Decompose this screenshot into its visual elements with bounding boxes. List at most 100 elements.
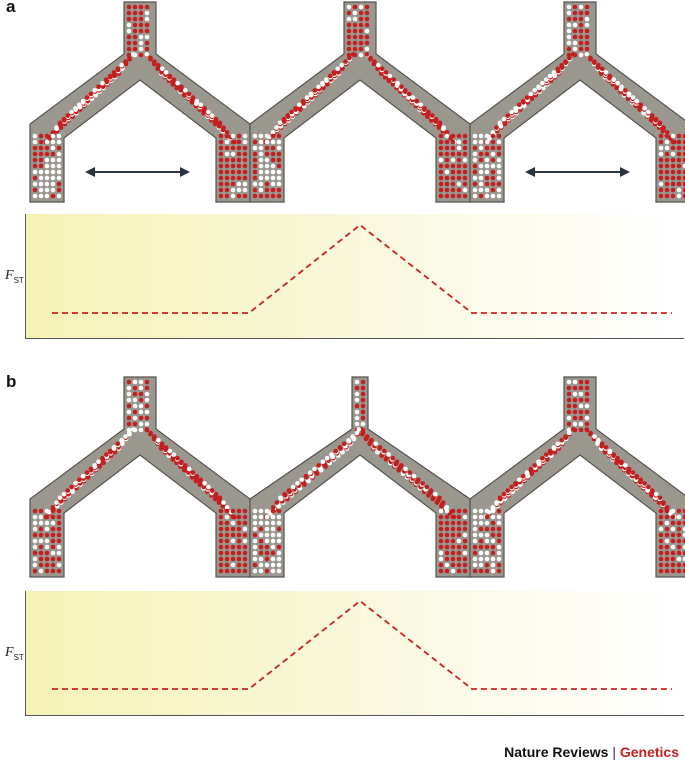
allele-dot (429, 113, 435, 118)
allele-dot (132, 34, 138, 40)
allele-dot (236, 169, 242, 175)
allele-dot (270, 544, 276, 550)
allele-dot (536, 84, 541, 90)
allele-dot (664, 133, 670, 139)
allele-dot (50, 181, 56, 187)
allele-dot (270, 556, 276, 562)
allele-dot (32, 139, 38, 145)
allele-dot (217, 495, 223, 501)
allele-dot (264, 514, 270, 520)
allele-dot (670, 520, 676, 526)
allele-dot (444, 130, 450, 135)
allele-dot (274, 125, 279, 130)
allele-dot (50, 556, 56, 562)
allele-dot (167, 73, 173, 79)
allele-dot (32, 508, 38, 514)
allele-dot (252, 550, 258, 556)
allele-dot (186, 91, 192, 97)
allele-dot (490, 556, 496, 562)
allele-dot (496, 508, 502, 514)
allele-dot (584, 4, 590, 10)
allele-dot (32, 562, 38, 568)
allele-dot (44, 145, 50, 151)
allele-dot (438, 193, 444, 199)
allele-dot (144, 22, 150, 28)
allele-dot (462, 544, 468, 550)
allele-dot (258, 568, 264, 574)
allele-dot (242, 544, 248, 550)
allele-dot (437, 120, 443, 126)
allele-dot (281, 116, 287, 122)
allele-dot (218, 556, 224, 562)
allele-dot (682, 181, 685, 187)
allele-dot (438, 169, 444, 175)
allele-dot (630, 470, 636, 475)
allele-dot (490, 568, 496, 574)
allele-dot (56, 520, 62, 526)
allele-dot (682, 532, 685, 538)
allele-dot (119, 437, 124, 443)
tree-branch-outline (469, 376, 685, 578)
allele-dot (438, 568, 444, 574)
allele-dot (194, 473, 200, 479)
allele-dot (88, 466, 94, 472)
allele-dot (441, 125, 446, 130)
allele-dot (32, 193, 38, 199)
allele-dot (264, 556, 270, 562)
allele-dot (264, 163, 270, 169)
allele-dot (44, 562, 50, 568)
allele-dot (38, 532, 44, 538)
allele-dot (354, 391, 360, 397)
allele-dot (478, 193, 484, 199)
allele-dot (65, 113, 71, 118)
allele-dot (32, 163, 38, 169)
allele-dot (373, 441, 379, 447)
allele-dot (658, 193, 664, 199)
allele-dot (462, 508, 468, 514)
allele-dot (258, 532, 264, 538)
allele-dot (395, 80, 400, 86)
allele-dot (682, 556, 685, 562)
allele-dot (38, 169, 44, 175)
allele-dot (496, 520, 502, 526)
allele-dot (496, 514, 502, 520)
allele-dot (478, 538, 484, 544)
allele-dot (358, 34, 364, 40)
allele-dot (599, 441, 605, 447)
allele-dot (428, 488, 434, 493)
allele-dot (252, 514, 258, 520)
allele-dot (236, 157, 242, 163)
allele-dot (38, 514, 44, 520)
allele-dot (242, 193, 248, 199)
allele-dot (426, 109, 431, 115)
allele-dot (578, 46, 584, 52)
allele-dot (264, 544, 270, 550)
allele-dot (32, 181, 38, 187)
panel-b-label: b (6, 372, 17, 391)
allele-dot (50, 130, 56, 135)
allele-dot (676, 193, 682, 199)
allele-dot (578, 397, 584, 403)
allele-dot (252, 562, 258, 568)
allele-dot (258, 139, 264, 145)
allele-dot (258, 133, 264, 139)
allele-dot (490, 139, 496, 145)
allele-dot (126, 415, 132, 421)
allele-dot (138, 40, 144, 46)
allele-dot (670, 568, 676, 574)
allele-dot (456, 145, 462, 151)
allele-dot (346, 40, 352, 46)
allele-dot (224, 568, 230, 574)
allele-dot (270, 193, 276, 199)
allele-dot (572, 385, 578, 391)
gene-flow-arrows (85, 167, 630, 177)
population-tree-b-2 (249, 376, 471, 578)
allele-dot (572, 403, 578, 409)
allele-dot (566, 403, 572, 409)
allele-dot (175, 80, 180, 86)
allele-dot (138, 391, 144, 397)
allele-dot (658, 181, 664, 187)
allele-dot (509, 484, 514, 490)
allele-dot (462, 133, 468, 139)
allele-dot (555, 441, 561, 447)
